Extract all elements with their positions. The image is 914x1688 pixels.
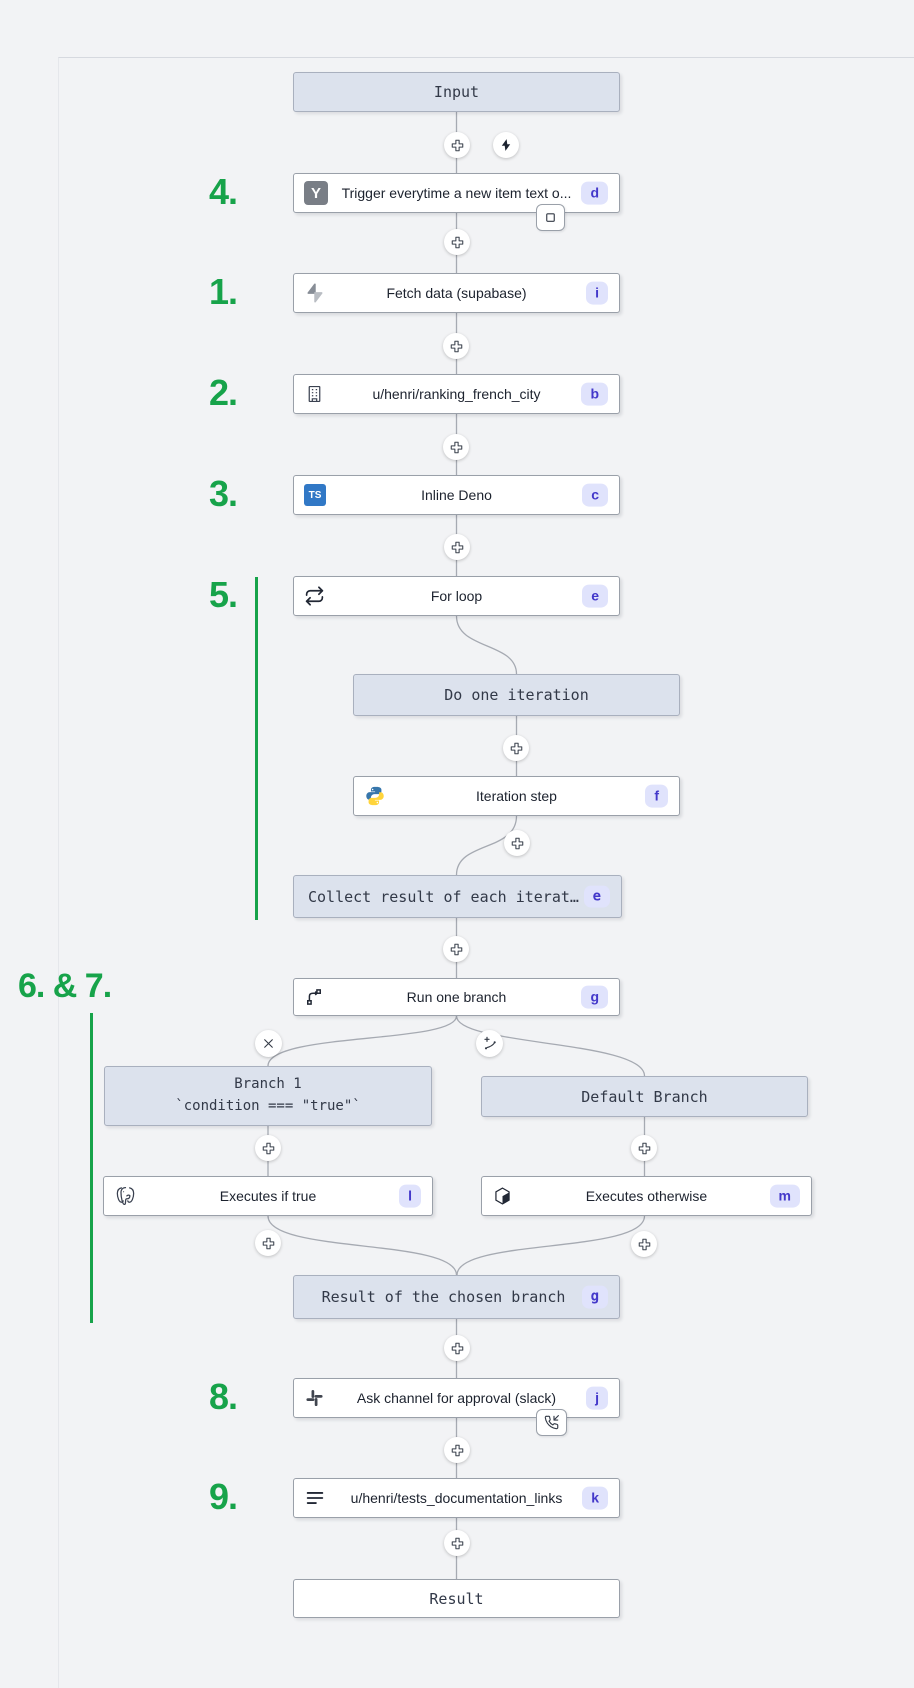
node-label: Trigger everytime a new item text o... [341, 185, 572, 201]
git-branch-icon [304, 987, 324, 1007]
early-stop-square-icon [536, 204, 565, 231]
node-label: Fetch data (supabase) [386, 285, 527, 301]
node-id-badge: e [582, 584, 608, 608]
annotation-bracket-branches [90, 1013, 93, 1323]
node-flow-input[interactable]: Input [293, 72, 620, 112]
annotation-step-4: 4. [208, 171, 238, 212]
node-for-loop[interactable]: For loop e [293, 576, 620, 616]
supabase-icon [304, 282, 326, 304]
annotation-step-1: 1. [208, 271, 238, 312]
add-step-button[interactable] [504, 830, 530, 856]
node-trigger-step[interactable]: Y Trigger everytime a new item text o...… [293, 173, 620, 213]
node-default-branch[interactable]: Default Branch [481, 1076, 808, 1117]
node-label: Result of the chosen branch [321, 1288, 566, 1306]
add-step-button[interactable] [255, 1135, 281, 1161]
node-tests-documentation-links[interactable]: u/henri/tests_documentation_links k [293, 1478, 620, 1518]
add-step-button[interactable] [443, 333, 469, 359]
branch-title: Branch 1 [234, 1076, 302, 1093]
node-label: Inline Deno [421, 487, 492, 503]
node-label: Default Branch [581, 1087, 708, 1106]
add-step-button[interactable] [631, 1231, 657, 1257]
slack-icon [304, 1388, 325, 1409]
node-run-one-branch[interactable]: Run one branch g [293, 978, 620, 1016]
node-ask-channel-approval[interactable]: Ask channel for approval (slack) j [293, 1378, 620, 1418]
node-label: Executes if true [219, 1188, 317, 1204]
node-id-badge: l [399, 1184, 421, 1208]
node-label: Executes otherwise [585, 1188, 708, 1204]
add-step-button[interactable] [443, 936, 469, 962]
node-executes-if-true[interactable]: Executes if true l [103, 1176, 433, 1216]
node-collect-result[interactable]: Collect result of each iteration e [293, 875, 622, 918]
typescript-icon: TS [304, 484, 326, 506]
repeat-icon [304, 586, 325, 607]
remove-branch-button[interactable] [255, 1030, 282, 1057]
node-do-one-iteration[interactable]: Do one iteration [353, 674, 680, 716]
node-label: u/henri/ranking_french_city [372, 386, 541, 402]
node-flow-result[interactable]: Result [293, 1579, 620, 1618]
text-lines-icon [304, 1487, 326, 1509]
building-icon [304, 384, 325, 405]
node-id-badge: k [582, 1486, 608, 1510]
add-step-button[interactable] [444, 132, 470, 158]
add-branch-button[interactable] [476, 1030, 503, 1057]
node-label: Ask channel for approval (slack) [356, 1390, 557, 1406]
add-step-button[interactable] [444, 229, 470, 255]
node-id-badge: d [581, 181, 608, 205]
cube-icon [492, 1186, 513, 1207]
add-step-button[interactable] [444, 1335, 470, 1361]
node-id-badge: b [581, 382, 608, 406]
zap-icon[interactable] [493, 132, 519, 158]
node-id-badge: f [645, 784, 668, 808]
annotation-step-6-7: 6. & 7. [18, 967, 112, 1005]
branch-condition: `condition === "true"` [175, 1098, 361, 1114]
node-id-badge: g [581, 1285, 608, 1309]
node-inline-deno[interactable]: TS Inline Deno c [293, 475, 620, 515]
node-label: Input [433, 83, 480, 101]
annotation-step-8: 8. [208, 1376, 238, 1417]
add-step-button[interactable] [631, 1135, 657, 1161]
annotation-step-2: 2. [208, 372, 238, 413]
annotation-bracket-loop [255, 577, 258, 920]
annotation-step-3: 3. [208, 473, 238, 514]
annotation-step-5: 5. [208, 574, 238, 615]
node-id-badge: m [769, 1184, 800, 1208]
node-id-badge: e [583, 885, 610, 908]
node-label: u/henri/tests_documentation_links [350, 1490, 563, 1506]
phone-incoming-icon [536, 1409, 567, 1436]
node-label: Do one iteration [444, 686, 589, 704]
hackernews-icon: Y [304, 181, 328, 205]
node-fetch-data[interactable]: Fetch data (supabase) i [293, 273, 620, 313]
node-iteration-step[interactable]: Iteration step f [353, 776, 680, 816]
add-step-button[interactable] [444, 1530, 470, 1556]
node-id-badge: j [586, 1386, 608, 1410]
node-label: Result [429, 1589, 484, 1608]
node-label: For loop [430, 588, 483, 604]
python-icon [364, 785, 386, 807]
node-id-badge: c [582, 483, 608, 507]
add-step-button[interactable] [443, 434, 469, 460]
add-step-button[interactable] [503, 735, 529, 761]
add-step-button[interactable] [255, 1230, 281, 1256]
node-branch-1[interactable]: Branch 1 `condition === "true"` [104, 1066, 432, 1126]
node-ranking-french-city[interactable]: u/henri/ranking_french_city b [293, 374, 620, 414]
node-id-badge: g [581, 985, 608, 1009]
node-label: Iteration step [476, 788, 557, 804]
node-executes-otherwise[interactable]: Executes otherwise m [481, 1176, 812, 1216]
node-result-chosen-branch[interactable]: Result of the chosen branch g [293, 1275, 620, 1319]
annotation-step-9: 9. [208, 1476, 238, 1517]
add-step-button[interactable] [444, 1437, 470, 1463]
add-step-button[interactable] [444, 534, 470, 560]
postgres-icon [114, 1185, 137, 1208]
node-label: Run one branch [406, 989, 507, 1005]
node-label: Collect result of each iteration [308, 887, 597, 906]
node-id-badge: i [586, 281, 608, 305]
